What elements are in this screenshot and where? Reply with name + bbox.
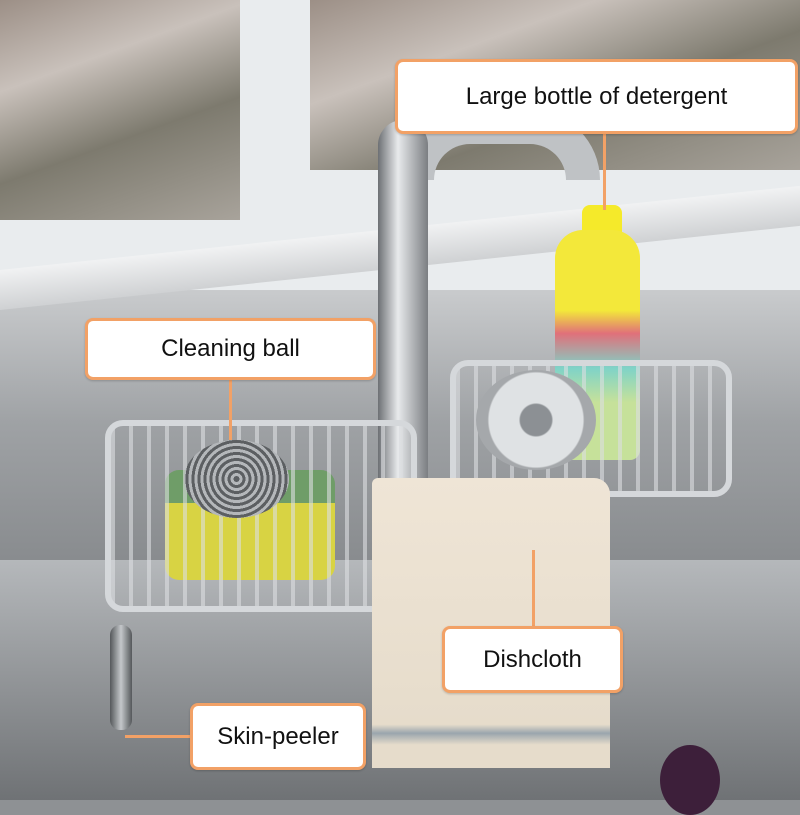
callout-skin-peeler-label: Skin-peeler: [217, 722, 339, 750]
sink-strainer: [476, 370, 596, 470]
callout-detergent: Large bottle of detergent: [395, 59, 798, 134]
skin-peeler-leader-line: [125, 735, 191, 738]
callout-dishcloth-label: Dishcloth: [483, 645, 582, 673]
dishcloth: [372, 478, 610, 768]
window-pane-left: [0, 0, 240, 220]
detergent-leader-line: [603, 132, 606, 210]
eggplant: [660, 745, 720, 815]
callout-detergent-label: Large bottle of detergent: [465, 82, 728, 110]
callout-cleaning-ball-label: Cleaning ball: [161, 335, 300, 362]
cleaning-ball: [184, 440, 289, 518]
callout-skin-peeler: Skin-peeler: [190, 703, 366, 770]
skin-peeler: [110, 625, 132, 730]
callout-dishcloth: Dishcloth: [442, 626, 623, 693]
callout-cleaning-ball: Cleaning ball: [85, 318, 376, 380]
cleaning-ball-leader-line: [229, 378, 232, 440]
dishcloth-leader-line: [532, 550, 535, 628]
